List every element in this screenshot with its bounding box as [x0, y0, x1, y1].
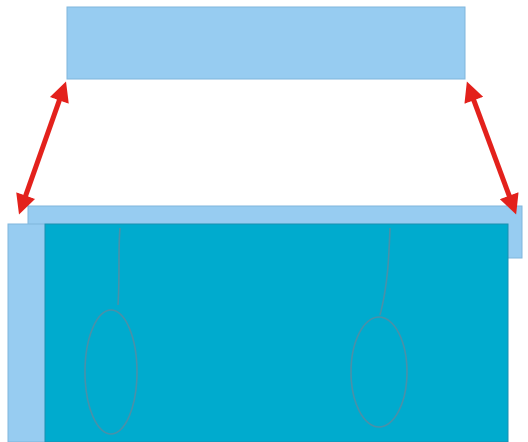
top-panel [67, 7, 465, 79]
box-left-side [8, 224, 48, 442]
box-front-face [45, 224, 508, 442]
left-double-arrow [22, 90, 63, 206]
right-double-arrow [470, 90, 513, 206]
